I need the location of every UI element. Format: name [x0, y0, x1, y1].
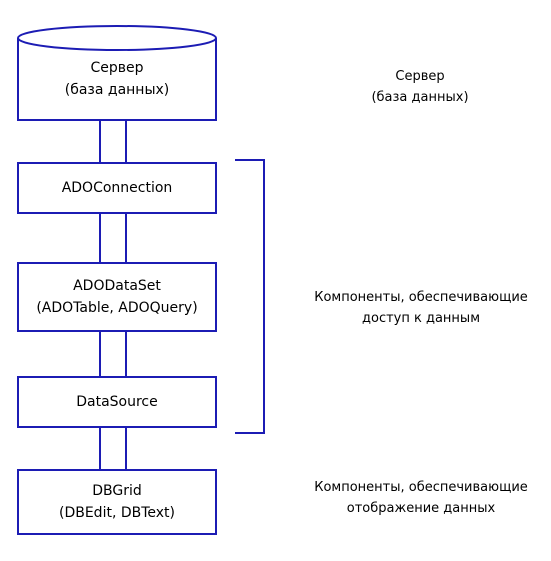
dataset-block-label: ADODataSet (ADOTable, ADOQuery) — [18, 275, 216, 319]
grid-block-title: DBGrid — [92, 483, 142, 499]
dataset-block-subtitle: (ADOTable, ADOQuery) — [36, 300, 198, 316]
access-note-line2: доступ к данным — [362, 311, 480, 326]
dataset-block-title: ADODataSet — [73, 278, 161, 294]
grid-block-label: DBGrid (DBEdit, DBText) — [18, 480, 216, 524]
server-note-line2: (база данных) — [371, 90, 469, 105]
datasource-box — [17, 376, 217, 428]
server-cylinder — [17, 25, 217, 121]
display-note-line2: отображение данных — [346, 501, 496, 516]
server-cylinder-body — [17, 38, 217, 121]
access-group-bracket — [235, 159, 265, 434]
datasource-block-title: DataSource — [76, 394, 158, 410]
server-block-subtitle: (база данных) — [64, 82, 170, 98]
server-note-line1: Сервер — [395, 69, 445, 84]
grid-block-subtitle: (DBEdit, DBText) — [58, 505, 176, 521]
connection-block-title: ADOConnection — [61, 180, 173, 196]
server-cylinder-top — [17, 25, 217, 51]
connection-box — [17, 162, 217, 214]
server-note: Сервер (база данных) — [310, 66, 530, 108]
access-note-line1: Компоненты, обеспечивающие — [314, 290, 528, 305]
display-note-line1: Компоненты, обеспечивающие — [314, 480, 528, 495]
display-note: Компоненты, обеспечивающие отображение д… — [296, 477, 546, 519]
connection-block-label: ADOConnection — [18, 177, 216, 199]
access-note: Компоненты, обеспечивающие доступ к данн… — [296, 287, 546, 329]
server-block-label: Сервер (база данных) — [18, 57, 216, 101]
grid-box — [17, 469, 217, 535]
dataset-box — [17, 262, 217, 332]
server-block-title: Сервер — [90, 60, 144, 76]
datasource-block-label: DataSource — [18, 391, 216, 413]
